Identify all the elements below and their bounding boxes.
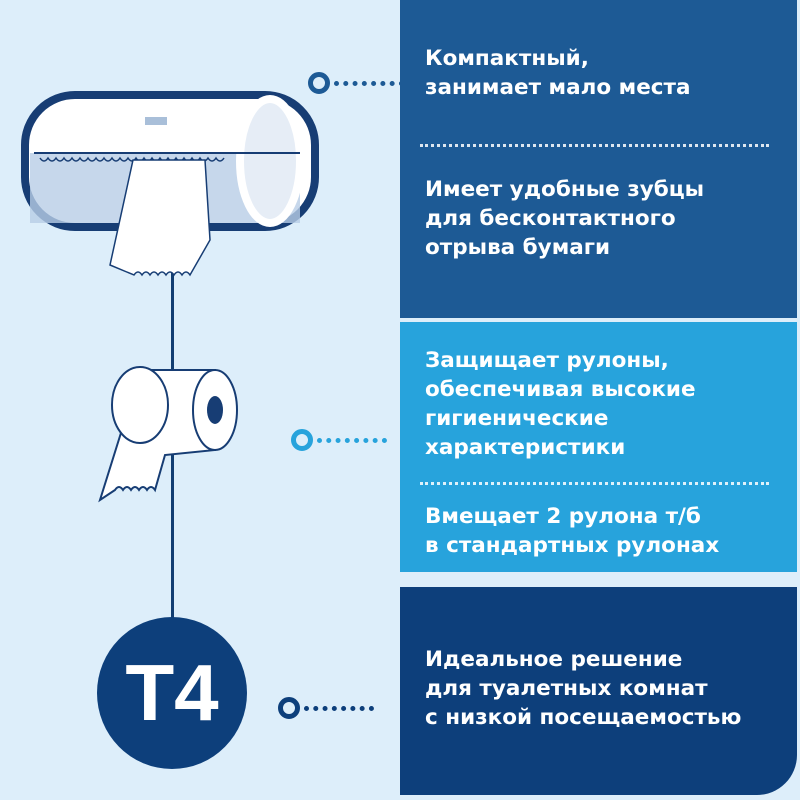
- feature-ideal: Идеальное решение для туалетных комнат с…: [425, 647, 742, 730]
- feature-compact: Компактный, занимает мало места: [425, 46, 691, 100]
- feature-capacity: Вмещает 2 рулона т/б в стандартных рулон…: [425, 504, 720, 558]
- connector-compact: [308, 72, 404, 94]
- connector-ideal: [278, 697, 374, 719]
- feature-protects: Защищает рулоны, обеспечивая высокие гиг…: [425, 348, 696, 460]
- feature-teeth: Имеет удобные зубцы для бесконтактного о…: [425, 177, 705, 260]
- connector-protects: [291, 429, 387, 451]
- panel-ideal: Идеальное решение для туалетных комнат с…: [400, 587, 797, 795]
- ring-icon: [291, 429, 313, 451]
- divider: [420, 482, 769, 485]
- divider: [420, 144, 769, 147]
- connector-line: [171, 270, 174, 650]
- dispenser-illustration: [21, 91, 319, 277]
- toilet-roll-illustration: [98, 366, 238, 503]
- dotted-line: [317, 437, 387, 443]
- dotted-line: [304, 705, 374, 711]
- t4-badge: T4: [97, 617, 247, 769]
- ring-icon: [278, 697, 300, 719]
- ring-icon: [308, 72, 330, 94]
- panel-compact: Компактный, занимает мало места Имеет уд…: [400, 0, 797, 318]
- panel-protects: Защищает рулоны, обеспечивая высокие гиг…: [400, 322, 797, 572]
- dotted-line: [334, 80, 404, 86]
